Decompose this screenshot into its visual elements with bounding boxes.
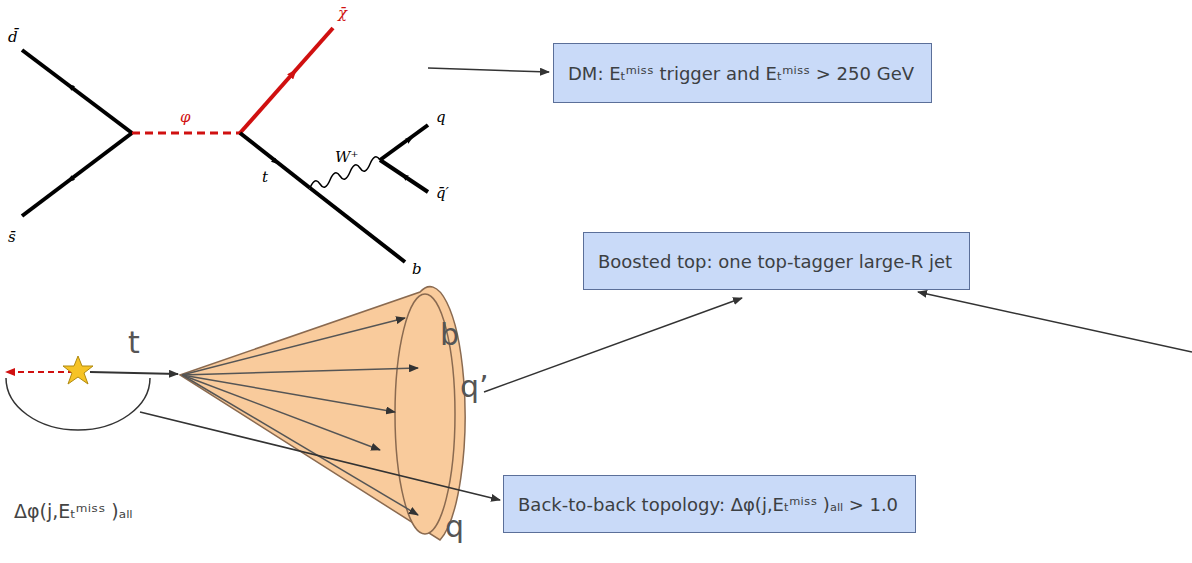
particle-label: s̄ <box>8 230 16 245</box>
particle-label: t <box>262 170 268 185</box>
leader-line <box>428 68 549 72</box>
box-text: Boosted top: one top-tagger large-R jet <box>598 251 952 272</box>
particle-label: φ <box>180 110 191 125</box>
leader-line <box>484 298 742 392</box>
jet-label: b <box>440 320 459 350</box>
callout-box: Back-to-back topology: Δφ(j,Eₜᵐⁱˢˢ )ₐₗₗ … <box>503 475 916 533</box>
box-text: Back-to-back topology: Δφ(j,Eₜᵐⁱˢˢ )ₐₗₗ … <box>518 494 898 515</box>
particle-label: b <box>412 262 422 277</box>
boosted-top-illustration <box>6 287 465 540</box>
jet-label: t <box>128 328 140 358</box>
angle-label: Δφ(j,Eₜᵐⁱˢˢ )ₐₗₗ <box>14 502 132 521</box>
leader-line <box>140 412 500 500</box>
particle-label: W⁺ <box>335 150 358 165</box>
jet-label: q’ <box>460 372 489 402</box>
box-text: DM: Eₜᵐⁱˢˢ trigger and Eₜᵐⁱˢˢ > 250 GeV <box>568 63 914 84</box>
leader-line <box>918 292 1192 352</box>
feynman-diagram <box>22 28 428 262</box>
particle-label: χ̄ <box>338 6 347 21</box>
callout-box: Boosted top: one top-tagger large-R jet <box>583 232 970 290</box>
particle-label: d̄ <box>8 30 18 45</box>
particle-label: q <box>436 110 446 125</box>
particle-label: q̄′ <box>436 186 449 201</box>
jet-label: q <box>445 512 464 542</box>
callout-box: DM: Eₜᵐⁱˢˢ trigger and Eₜᵐⁱˢˢ > 250 GeV <box>553 43 932 103</box>
